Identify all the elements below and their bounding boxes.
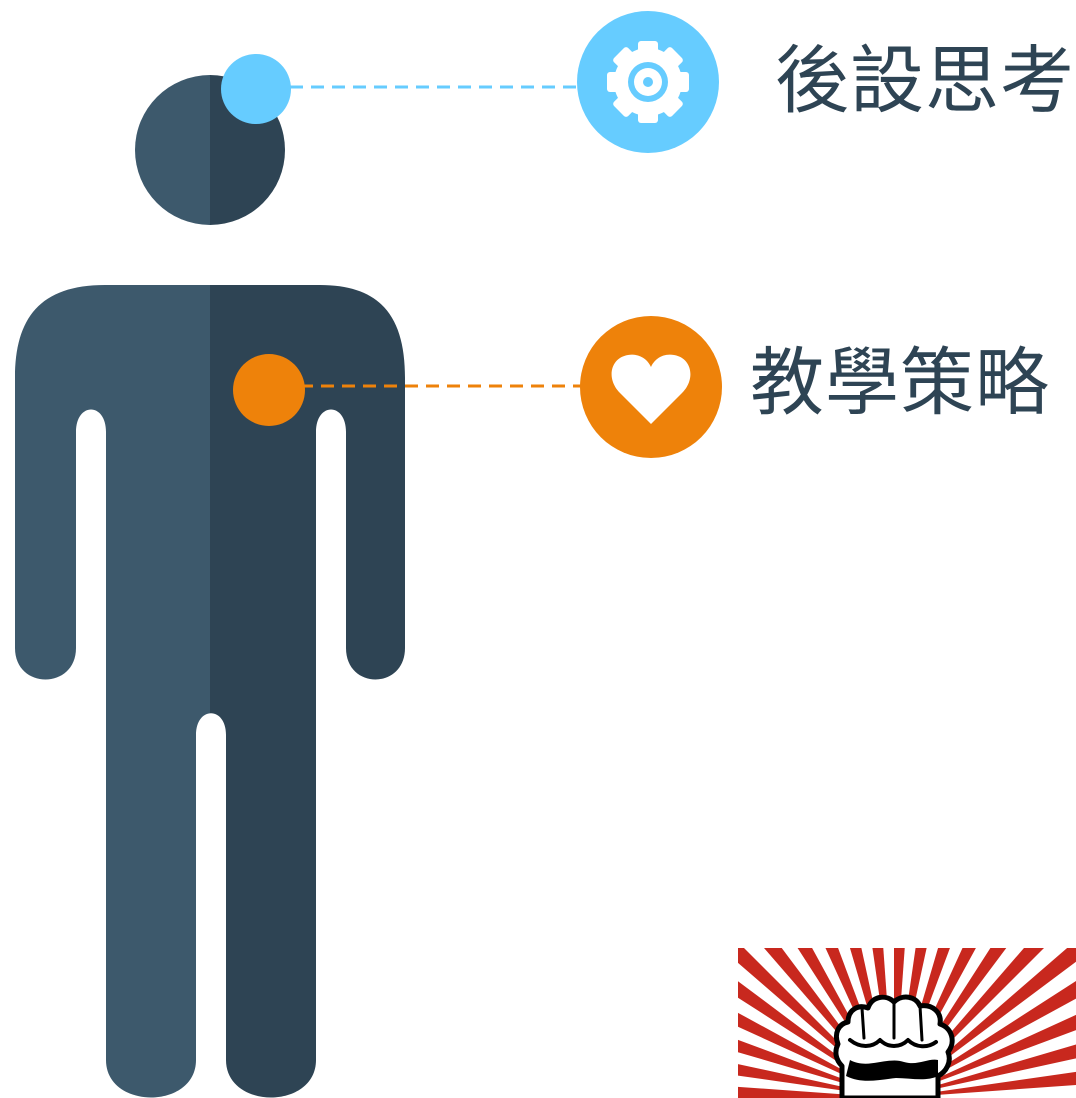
raised-fist-icon <box>833 994 955 1098</box>
person-body <box>15 285 405 1098</box>
callout-teaching-strategy <box>233 316 722 458</box>
teaching-strategy-label: 教學策略 <box>750 340 1050 426</box>
heart-icon <box>580 316 722 458</box>
chest-marker-dot <box>233 354 305 426</box>
callout-metacognition <box>221 11 719 153</box>
raised-fist-poster <box>738 948 1076 1098</box>
metacognition-label: 後設思考 <box>775 38 1075 124</box>
gear-icon <box>577 11 719 153</box>
head-marker-dot <box>221 54 291 124</box>
